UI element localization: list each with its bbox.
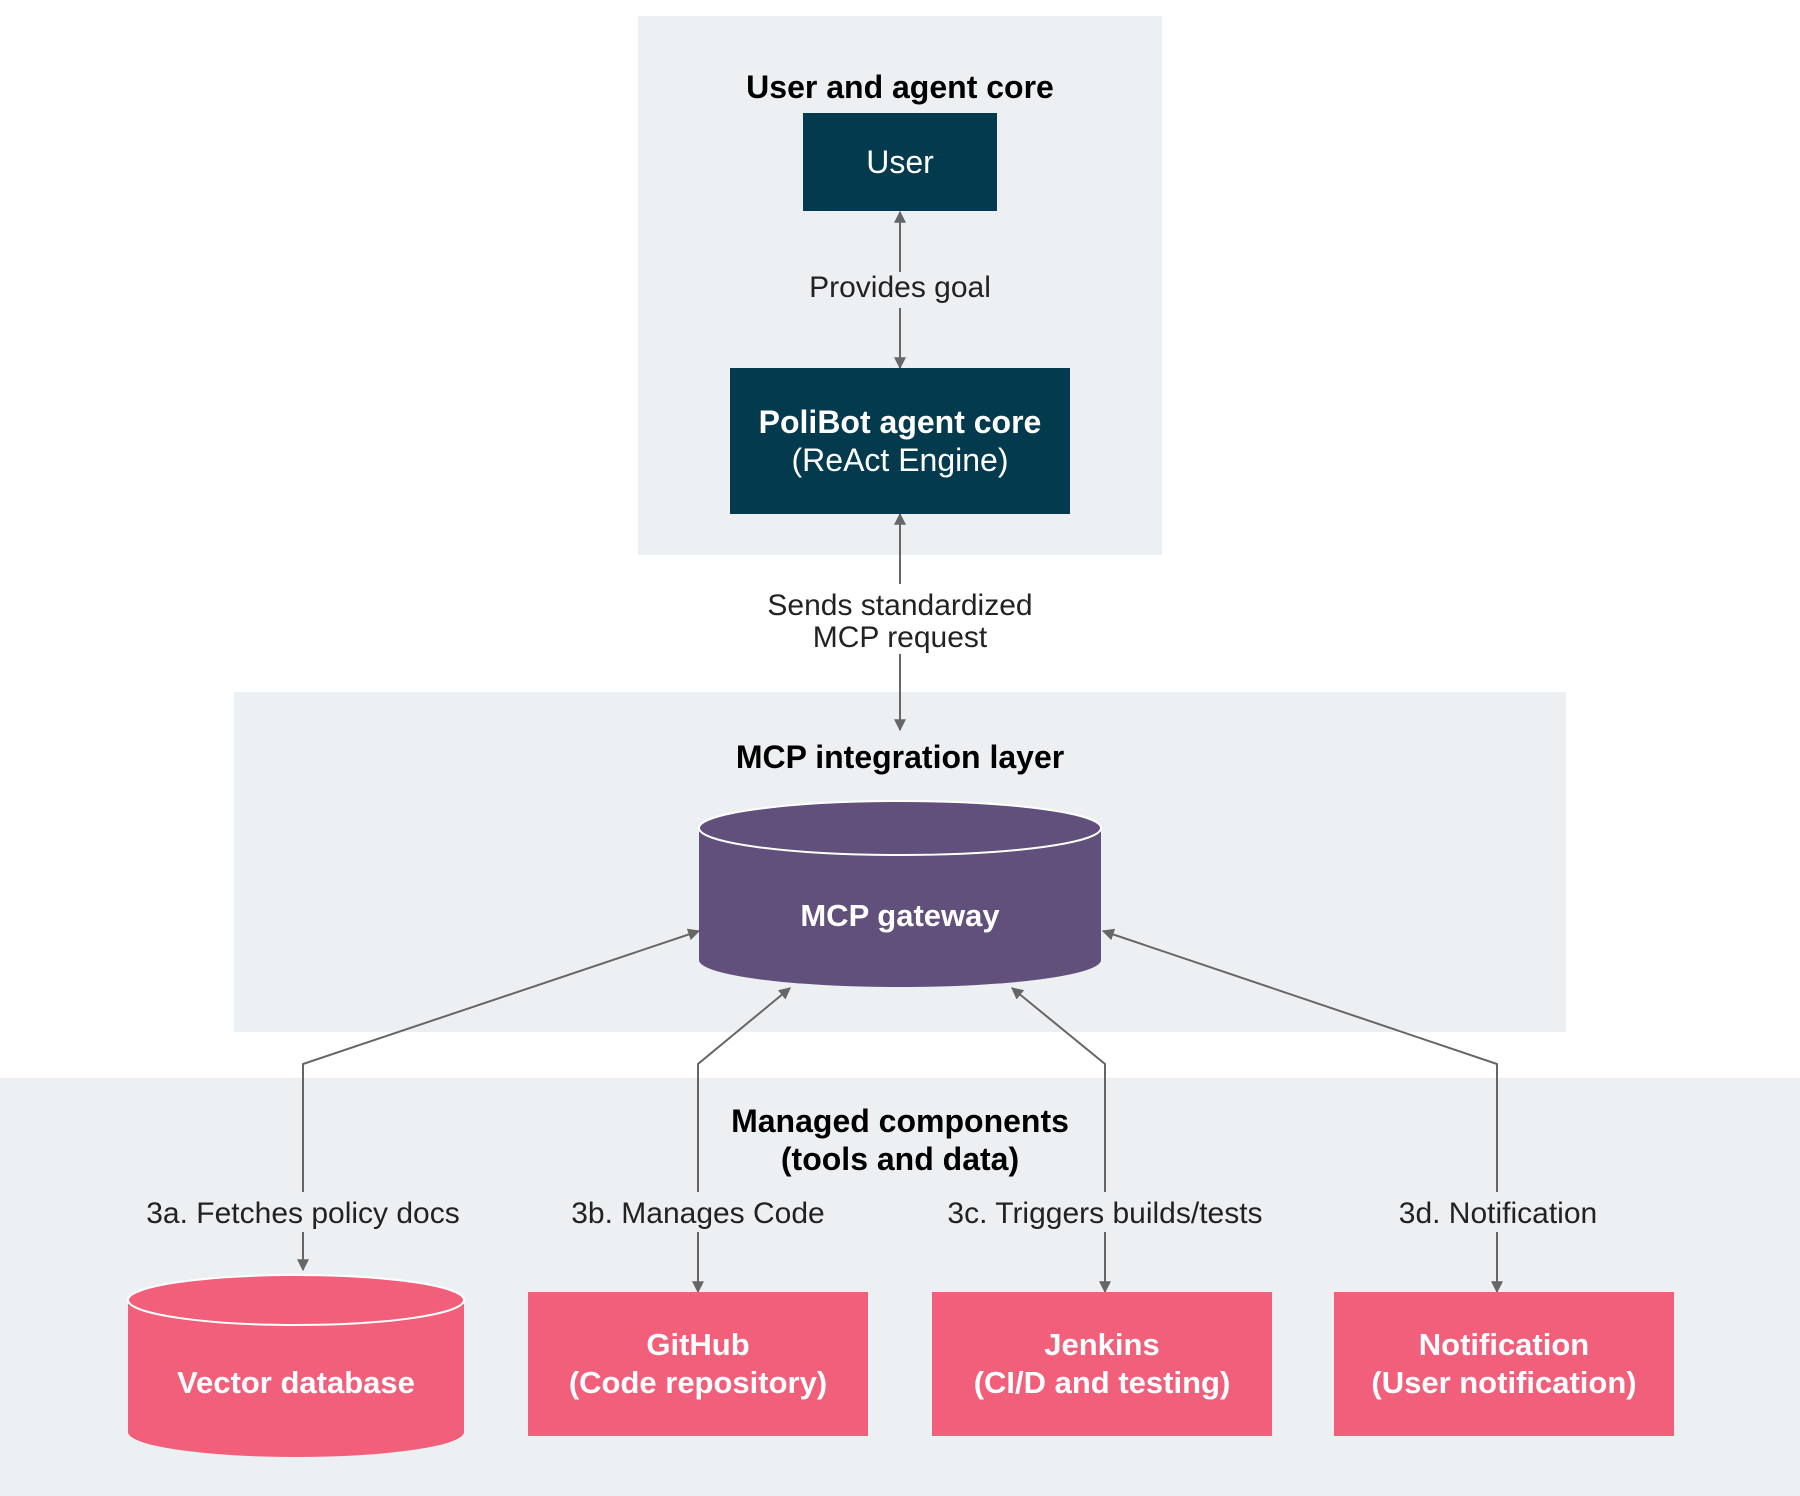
managed-title-line1: Managed components [731,1103,1069,1139]
edge-3b-up [697,987,791,1192]
managed-components-title: Managed components (tools and data) [0,1102,1800,1178]
jenkins-node[interactable]: Jenkins (CI/D and testing) [932,1292,1272,1436]
edge-3a-up [302,928,701,1192]
user-agent-core-title: User and agent core [746,69,1054,105]
vector-database-cylinder [127,1274,465,1457]
mcp-integration-title: MCP integration layer [735,739,1065,775]
mcp-gateway-label[interactable]: MCP gateway [800,898,1000,933]
github-title: GitHub [646,1327,750,1362]
label-sends-line2: MCP request [812,621,988,654]
managed-title-line2: (tools and data) [780,1141,1020,1177]
jenkins-subtitle: (CI/D and testing) [973,1365,1231,1400]
github-subtitle: (Code repository) [568,1365,828,1400]
agent-core-node[interactable]: PoliBot agent core (ReAct Engine) [730,368,1070,514]
label-sends-line1: Sends standardized [767,589,1033,622]
label-3a-fetches: 3a. Fetches policy docs [146,1197,460,1230]
label-sends-mcp-request: Sends standardized MCP request [740,590,1060,654]
label-3b-manages: 3b. Manages Code [571,1197,825,1230]
notification-node[interactable]: Notification (User notification) [1334,1292,1674,1436]
agent-core-subtitle: (ReAct Engine) [791,442,1009,478]
vector-database-label[interactable]: Vector database [177,1365,415,1400]
edge-3c-up [1011,987,1106,1192]
user-node[interactable]: User [803,113,997,211]
notification-subtitle: (User notification) [1371,1365,1637,1400]
label-3d-notification: 3d. Notification [1398,1197,1598,1230]
label-provides-goal: Provides goal [809,271,991,304]
mcp-gateway-cylinder [698,800,1102,987]
notification-title: Notification [1418,1327,1590,1362]
label-3c-triggers: 3c. Triggers builds/tests [947,1197,1263,1230]
github-node[interactable]: GitHub (Code repository) [528,1292,868,1436]
user-node-label: User [866,144,934,180]
jenkins-title: Jenkins [1044,1327,1160,1362]
agent-core-title: PoliBot agent core [758,404,1042,440]
edge-3d-up [1101,928,1498,1192]
